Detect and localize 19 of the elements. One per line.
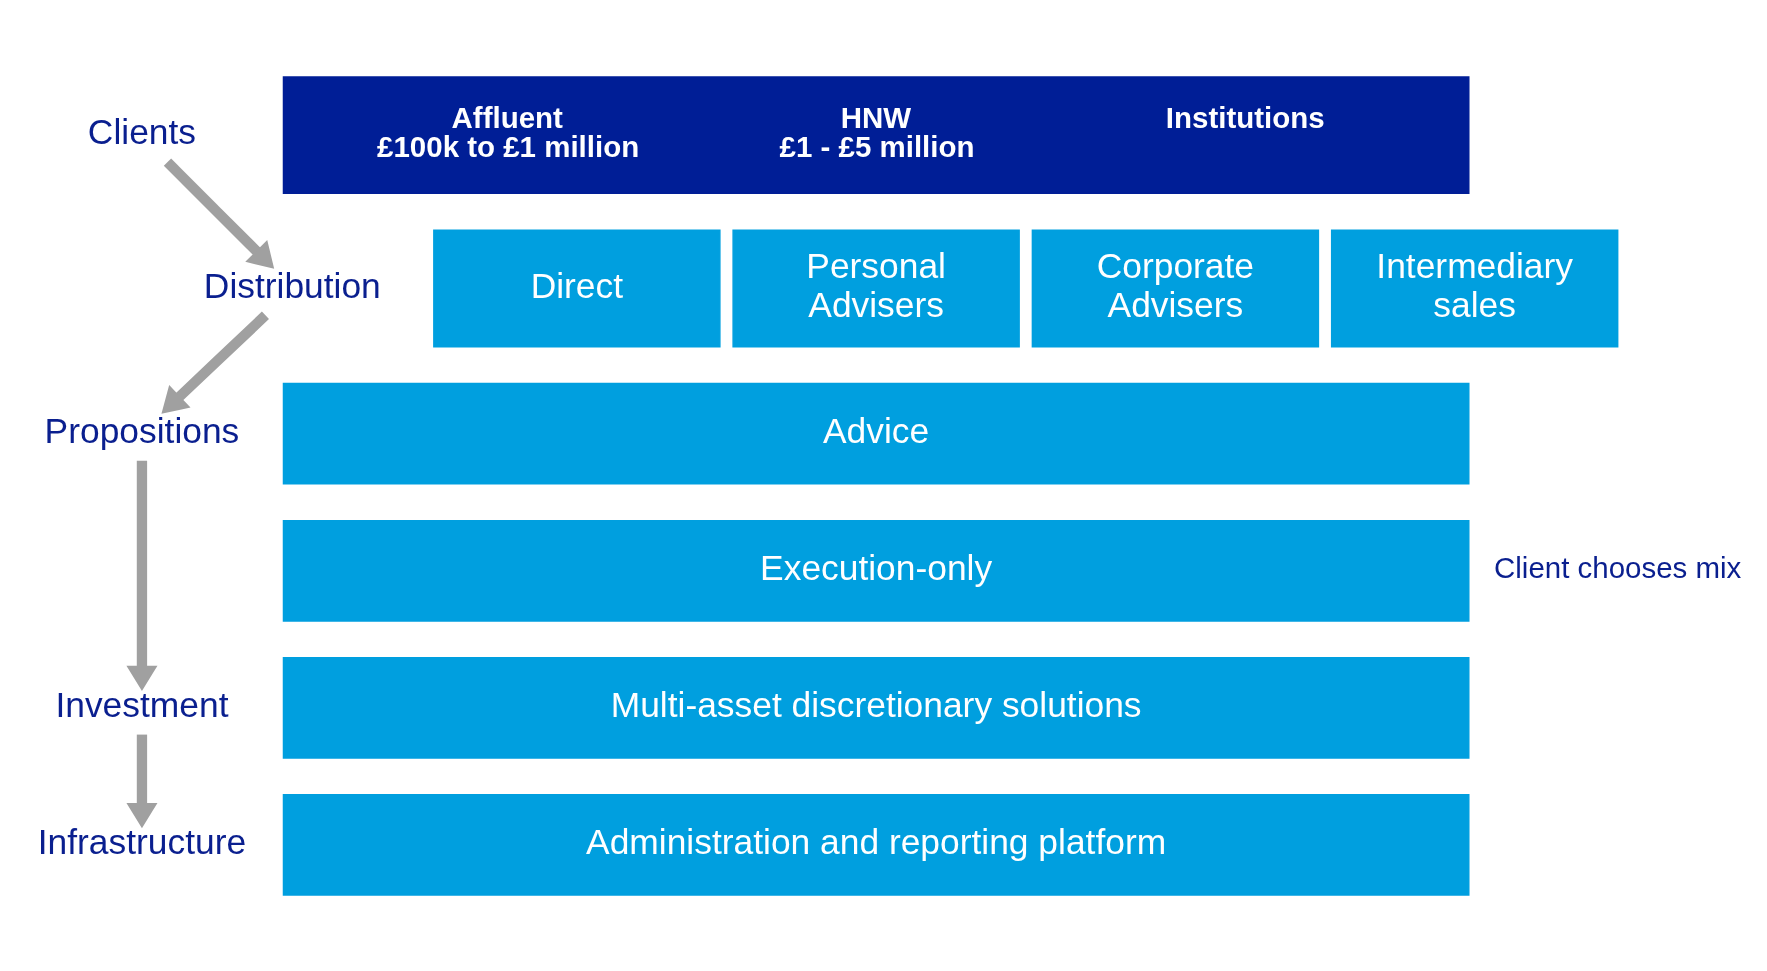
node-box: Multi-asset discretionary solutions [282,656,1470,759]
arrow [163,157,275,269]
node-text: Propositions [44,410,240,450]
node-box: Corporate Advisers [1031,229,1320,347]
node-box: Execution-only [282,519,1470,622]
node-text: Clients [87,111,197,151]
node-text: Infrastructure [37,821,247,861]
node-box: Advice [282,382,1470,485]
arrow [161,311,269,414]
label: Client chooses mix [1494,550,1742,584]
node-text: Investment [55,684,229,724]
arrow [126,734,158,828]
arrow [126,460,158,691]
node-box: Affluent £100k to £1 million HNW £1 - £5 million Institutions [282,75,1470,194]
node-box: Direct [433,229,721,347]
node-box: Intermediary sales [1330,229,1619,347]
node-box: Personal Advisers [732,229,1020,347]
node-box: Administration and reporting platform [282,793,1470,896]
node-text: Distribution [203,265,381,305]
